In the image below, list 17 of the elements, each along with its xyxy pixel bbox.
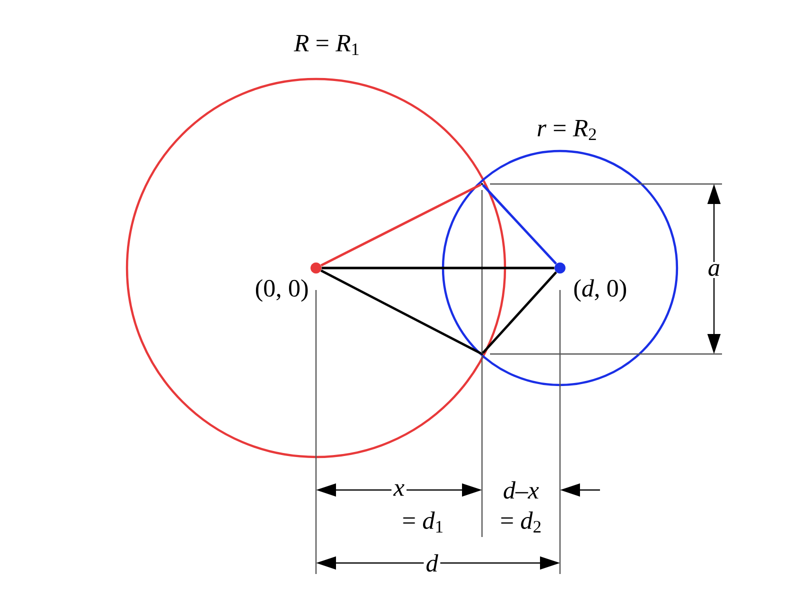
line-segment — [482, 184, 557, 265]
center-dot — [554, 262, 566, 274]
radius-label: R = R$_{1}$ — [294, 34, 359, 55]
line-segment — [320, 183, 482, 266]
dimension-label: a — [706, 262, 722, 278]
dimension-label: = d$_{2}$ — [501, 512, 541, 532]
dimension-label: = d$_{1}$ — [403, 512, 442, 532]
line-segment — [482, 271, 558, 354]
dimension-label: d–x — [501, 479, 542, 501]
center-dot — [310, 262, 322, 274]
line-segment — [320, 270, 482, 354]
dimension-label: d — [424, 552, 440, 574]
line-segment — [322, 266, 554, 270]
coordinate-label: (0, 0) — [256, 279, 308, 302]
dimension-label: x — [391, 482, 407, 498]
coordinate-label: (d, 0) — [574, 279, 626, 302]
radius-label: r = R$_{2}$ — [538, 120, 596, 140]
